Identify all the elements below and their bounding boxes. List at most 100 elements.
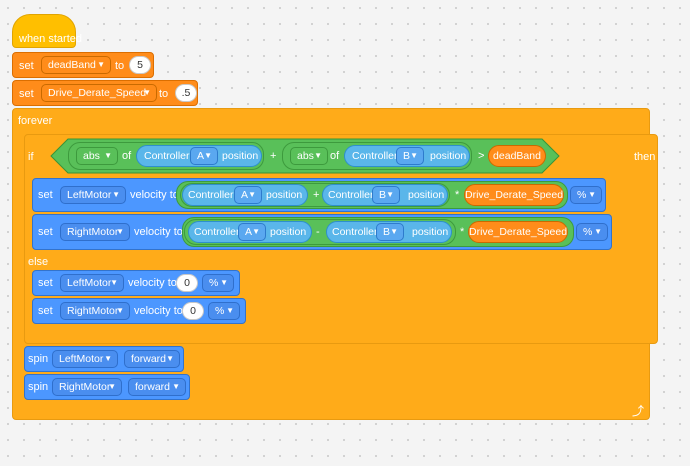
axis-label: B (379, 189, 387, 201)
position-label: position (270, 226, 307, 238)
abs-label: abs (83, 150, 100, 162)
unit-dropdown-percent[interactable]: %▼ (576, 223, 608, 241)
axis-dropdown-a[interactable]: A▼ (234, 186, 262, 204)
caret-down-icon: ▼ (314, 151, 322, 160)
drive-derate-speed-value-input[interactable]: .5 (175, 84, 197, 102)
caret-down-icon: ▼ (410, 151, 418, 160)
variable-dropdown-label: deadBand (48, 59, 96, 71)
motor-dropdown-leftmotor[interactable]: LeftMotor▼ (60, 186, 126, 204)
if-label: if (28, 151, 34, 163)
axis-label: B (383, 226, 391, 238)
unit-label: % (209, 277, 219, 289)
direction-dropdown-forward[interactable]: forward▼ (124, 350, 180, 368)
to-label: to (115, 60, 125, 72)
set-label: set (38, 189, 53, 201)
axis-dropdown-b[interactable]: B▼ (376, 223, 404, 241)
motor-dropdown-label: RightMotor (59, 381, 111, 393)
direction-dropdown-forward[interactable]: forward▼ (128, 378, 186, 396)
when-started-hat-block[interactable]: when started (12, 14, 82, 48)
axis-label: A (245, 226, 253, 238)
caret-down-icon: ▼ (110, 278, 118, 287)
abs-label: abs (297, 150, 314, 162)
position-label: position (266, 189, 303, 201)
greater-than-label: > (478, 150, 485, 162)
motor-dropdown-leftmotor[interactable]: LeftMotor▼ (52, 350, 118, 368)
motor-dropdown-label: RightMotor (67, 305, 119, 317)
axis-label: A (197, 150, 205, 162)
else-label: else (28, 256, 49, 268)
caret-down-icon: ▼ (112, 190, 120, 199)
deadband-reporter[interactable]: deadBand (488, 145, 546, 167)
times-label: * (460, 226, 465, 238)
axis-dropdown-b[interactable]: B▼ (372, 186, 400, 204)
spin-label: spin (28, 381, 49, 393)
position-label: position (222, 150, 259, 162)
position-label: position (408, 189, 445, 201)
controller-label: Controller (144, 150, 190, 162)
of-label: of (122, 150, 132, 162)
set-label: set (38, 305, 53, 317)
caret-down-icon: ▼ (172, 382, 180, 391)
deadband-value-input[interactable]: 5 (129, 56, 151, 74)
caret-down-icon: ▼ (204, 151, 212, 160)
unit-dropdown-percent[interactable]: %▼ (208, 302, 240, 320)
caret-down-icon: ▼ (248, 190, 256, 199)
set-label: set (38, 226, 53, 238)
axis-dropdown-a[interactable]: A▼ (238, 223, 266, 241)
minus-label: - (316, 226, 320, 238)
caret-down-icon: ▼ (588, 190, 596, 199)
caret-down-icon: ▼ (220, 278, 228, 287)
unit-dropdown-percent[interactable]: %▼ (570, 186, 602, 204)
drive-derate-speed-reporter[interactable]: Drive_Derate_Speed (468, 221, 568, 243)
spin-label: spin (28, 353, 49, 365)
motor-dropdown-rightmotor[interactable]: RightMotor▼ (60, 302, 130, 320)
controller-label: Controller (194, 226, 240, 238)
caret-down-icon: ▼ (116, 306, 124, 315)
motor-dropdown-label: LeftMotor (59, 353, 104, 365)
caret-down-icon: ▼ (97, 60, 105, 69)
motor-dropdown-label: RightMotor (67, 226, 119, 238)
position-label: position (430, 150, 467, 162)
variable-dropdown-drive-derate-speed[interactable]: Drive_Derate_Speed▼ (41, 84, 157, 102)
axis-dropdown-a[interactable]: A▼ (190, 147, 218, 165)
when-started-label: when started (19, 33, 82, 45)
direction-dropdown-label: forward (135, 381, 171, 393)
plus-label: + (270, 150, 277, 162)
variable-dropdown-deadband[interactable]: deadBand▼ (41, 56, 111, 74)
caret-down-icon: ▼ (252, 227, 260, 236)
to-label: to (159, 88, 169, 100)
caret-down-icon: ▼ (116, 227, 124, 236)
set-drive-derate-speed-block[interactable]: set Drive_Derate_Speed▼ to .5 (12, 80, 198, 106)
caret-down-icon: ▼ (390, 227, 398, 236)
velocity-to-label: velocity to (130, 189, 179, 201)
axis-label: B (403, 150, 411, 162)
caret-down-icon: ▼ (226, 306, 234, 315)
velocity-value-input[interactable]: 0 (176, 274, 198, 292)
set-label: set (38, 277, 53, 289)
abs-dropdown-2[interactable]: abs▼ (290, 147, 328, 165)
unit-dropdown-percent[interactable]: %▼ (202, 274, 234, 292)
forever-label: forever (18, 115, 53, 127)
velocity-value-input[interactable]: 0 (182, 302, 204, 320)
drive-derate-speed-reporter[interactable]: Drive_Derate_Speed (464, 184, 564, 206)
axis-dropdown-b[interactable]: B▼ (396, 147, 424, 165)
plus-label: + (313, 189, 320, 201)
motor-dropdown-label: LeftMotor (67, 277, 112, 289)
motor-dropdown-leftmotor[interactable]: LeftMotor▼ (60, 274, 124, 292)
abs-dropdown-1[interactable]: abs ▼ (76, 147, 118, 165)
motor-dropdown-rightmotor[interactable]: RightMotor▼ (60, 223, 130, 241)
variable-dropdown-label: Drive_Derate_Speed (48, 87, 147, 99)
controller-label: Controller (332, 226, 378, 238)
caret-down-icon: ▼ (104, 151, 112, 160)
caret-down-icon: ▼ (108, 382, 116, 391)
of-label: of (330, 150, 340, 162)
controller-label: Controller (352, 150, 398, 162)
direction-dropdown-label: forward (131, 353, 167, 365)
times-label: * (455, 189, 460, 201)
controller-label: Controller (188, 189, 234, 201)
velocity-to-label: velocity to (128, 277, 177, 289)
set-deadband-block[interactable]: set deadBand▼ to 5 (12, 52, 154, 78)
position-label: position (412, 226, 449, 238)
axis-label: A (241, 189, 249, 201)
motor-dropdown-rightmotor[interactable]: RightMotor▼ (52, 378, 122, 396)
